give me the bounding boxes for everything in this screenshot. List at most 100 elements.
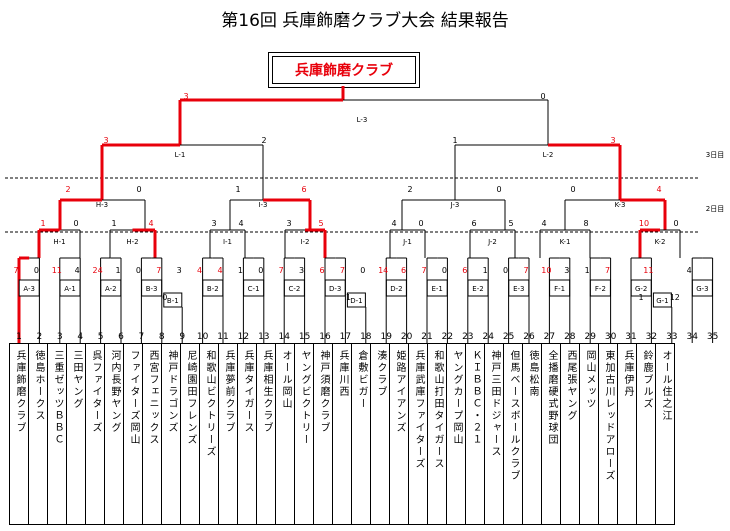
score: 7	[13, 266, 18, 275]
match-label: H-3	[96, 201, 108, 209]
score: 0	[503, 266, 508, 275]
team-number: 16	[319, 332, 331, 342]
team-name: 和歌山ビクトリーズ	[204, 350, 215, 458]
team-number: 32	[646, 332, 657, 342]
match-label: G-3	[696, 285, 708, 293]
team-number: 19	[380, 332, 392, 342]
team-number: 21	[421, 332, 432, 342]
team-cell: 尼崎園田フレンズ	[180, 343, 200, 525]
match-box	[18, 279, 40, 297]
team-name: ファイターズ岡山	[128, 350, 139, 446]
team-number: 23	[462, 332, 473, 342]
match-box	[59, 279, 81, 297]
team-cell: 岡山メッツ	[579, 343, 599, 525]
score: 0	[570, 185, 575, 194]
match-box	[346, 292, 366, 308]
champion-name: 兵庫飾磨クラブ	[272, 56, 416, 84]
match-label: E-3	[513, 285, 524, 293]
score: 6	[471, 219, 476, 228]
team-name: オール岡山	[280, 350, 291, 410]
team-number: 34	[686, 332, 698, 342]
score: 6	[301, 185, 306, 194]
team-cell: 河内長野ヤング	[104, 343, 124, 525]
match-label: K-2	[655, 238, 666, 246]
team-number: 26	[523, 332, 535, 342]
team-cell: 徳島ホークス	[28, 343, 48, 525]
match-box	[385, 279, 407, 297]
team-number: 28	[564, 332, 576, 342]
score: 5	[318, 219, 323, 228]
team-number: 13	[258, 332, 269, 342]
match-label: A-3	[23, 285, 35, 293]
score: 1	[238, 266, 243, 275]
team-cell: ヤングカープ岡山	[446, 343, 466, 525]
team-cell: オール住之江	[655, 343, 675, 525]
team-name: 神戸三田ドジャース	[489, 350, 500, 458]
match-label: A-1	[64, 285, 76, 293]
team-cell: 兵庫飾磨クラブ	[9, 343, 29, 525]
match-label: C-2	[288, 285, 300, 293]
team-name: 尼崎園田フレンズ	[185, 350, 196, 446]
score: 4	[217, 266, 222, 275]
score: 2	[407, 185, 412, 194]
team-number: 30	[605, 332, 617, 342]
match-label: H-2	[126, 238, 138, 246]
team-cell: 三田ヤング	[66, 343, 86, 525]
team-cell: 和歌山ビクトリーズ	[199, 343, 219, 525]
team-number: 1	[16, 332, 22, 342]
score: 1	[452, 136, 457, 145]
team-name: 三重ゼッツＢＢＣ	[52, 350, 63, 446]
score: 4	[541, 219, 546, 228]
score: 7	[340, 266, 345, 275]
match-box	[243, 279, 265, 297]
team-name: 呉ファイターズ	[90, 350, 101, 434]
team-cell: 東加古川レッドアローズ	[598, 343, 618, 525]
team-name: 神戸須磨クラブ	[318, 350, 329, 434]
team-number: 12	[238, 332, 249, 342]
score: 0	[34, 266, 39, 275]
team-name: 和歌山打田タイガース	[432, 350, 443, 470]
team-cell: 西尾張ヤング	[560, 343, 580, 525]
match-label: A-2	[105, 285, 117, 293]
team-name: 東加古川レッドアローズ	[603, 350, 614, 482]
team-cell: 但馬ベースボールクラブ	[503, 343, 523, 525]
match-label: F-2	[595, 285, 606, 293]
team-number: 33	[666, 332, 677, 342]
team-name: 徳島松南	[527, 350, 538, 398]
score: 4	[656, 185, 661, 194]
score: 7	[605, 266, 610, 275]
score: 0	[442, 266, 447, 275]
team-name: ヤングカープ岡山	[451, 350, 462, 446]
score: 11	[643, 266, 653, 275]
team-number: 2	[37, 332, 43, 342]
team-number: 22	[442, 332, 453, 342]
score: 1	[115, 266, 120, 275]
team-name: 倉敷ビガー	[356, 350, 367, 410]
match-label: D-1	[350, 297, 362, 305]
team-number: 14	[278, 332, 290, 342]
team-name: オール住之江	[660, 350, 671, 422]
match-label: D-2	[390, 285, 402, 293]
score: 4	[197, 266, 202, 275]
match-label: J-1	[402, 238, 412, 246]
score: 4	[687, 266, 692, 275]
team-cell: オール岡山	[275, 343, 295, 525]
score: 3	[299, 266, 304, 275]
score: 0	[360, 266, 365, 275]
team-name: 岡山メッツ	[584, 350, 595, 410]
team-number: 35	[707, 332, 718, 342]
match-label: K-3	[615, 201, 626, 209]
team-name: 兵庫夢前クラブ	[223, 350, 234, 434]
score: 1	[111, 219, 116, 228]
match-label: B-3	[146, 285, 158, 293]
score: 0	[162, 293, 167, 302]
score: 10	[639, 219, 649, 228]
match-label: C-1	[248, 285, 260, 293]
round-label-day2: 2日目	[706, 205, 724, 213]
team-cell: 湊クラブ	[370, 343, 390, 525]
score: 2	[261, 136, 266, 145]
match-box	[589, 279, 611, 297]
team-number: 3	[57, 332, 63, 342]
team-cell: 姫路アイアンズ	[389, 343, 409, 525]
